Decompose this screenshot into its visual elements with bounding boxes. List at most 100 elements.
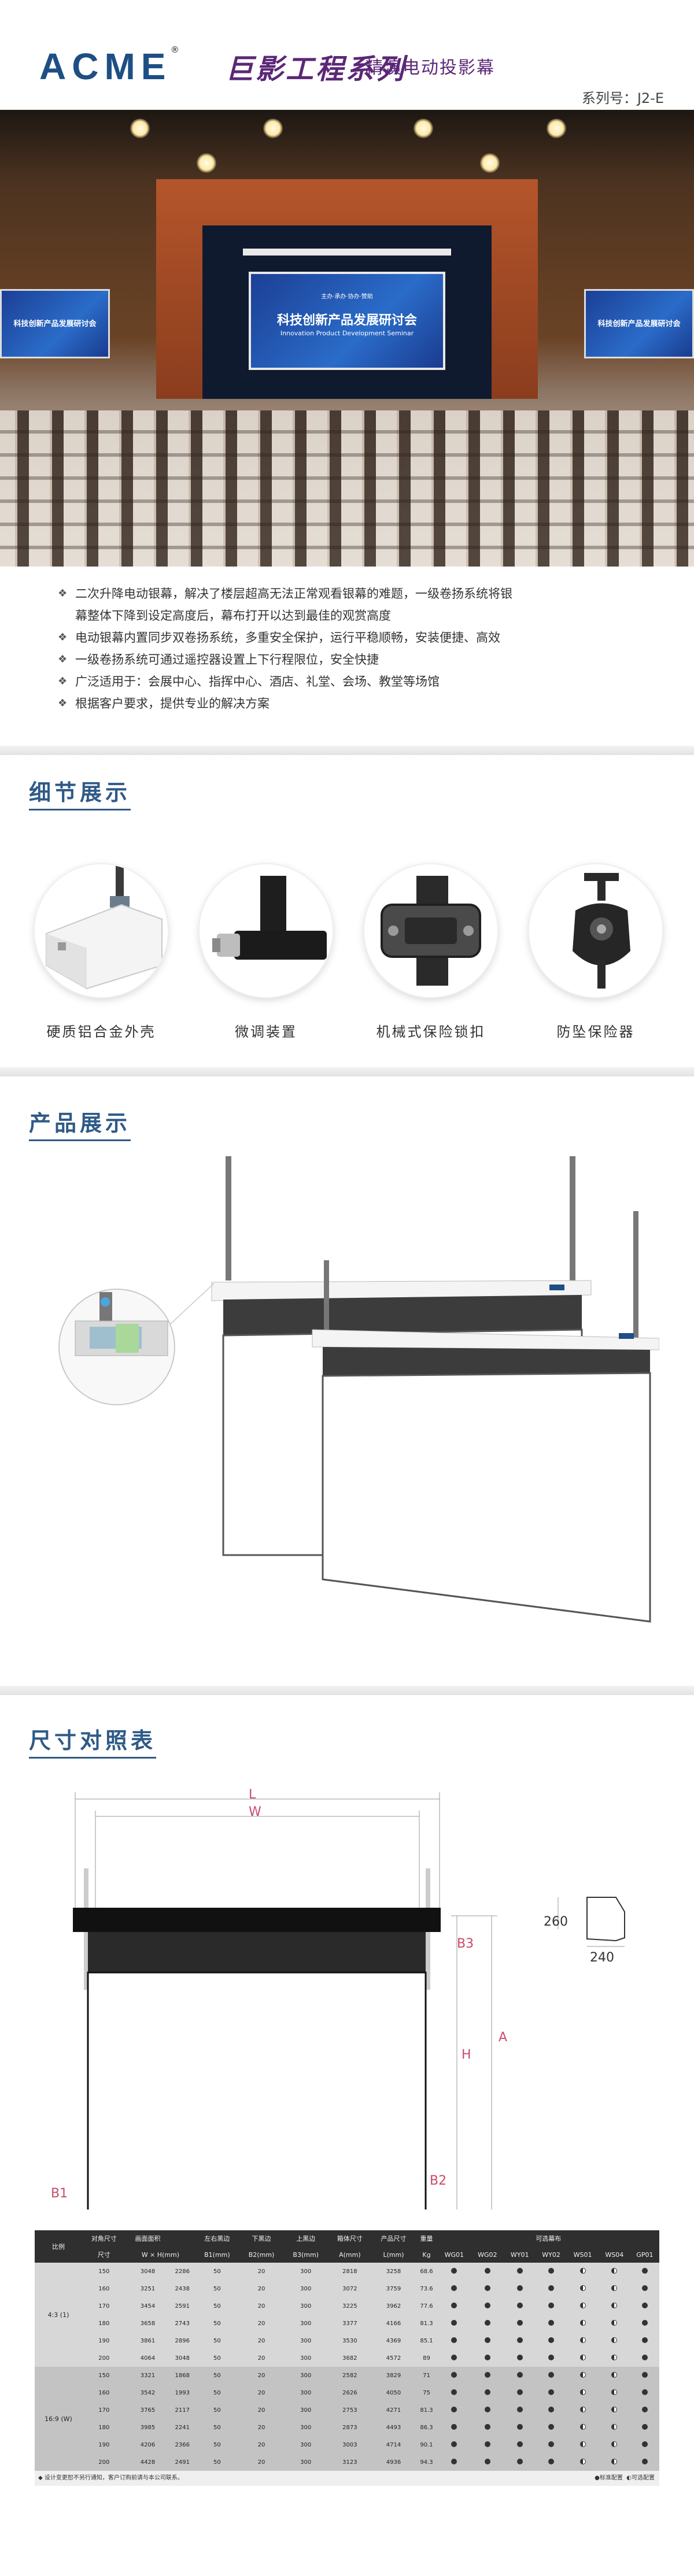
table-cell: 81.3 <box>415 2401 438 2419</box>
standard-dot-icon <box>548 2267 555 2274</box>
fabric-availability-cell <box>471 2419 504 2436</box>
fabric-availability-cell <box>504 2401 536 2419</box>
standard-dot-icon <box>548 2458 555 2464</box>
fabric-availability-cell <box>535 2367 567 2384</box>
fabric-availability-cell <box>504 2349 536 2367</box>
dim-label-a: A <box>499 2030 508 2045</box>
standard-dot-icon <box>451 2406 457 2412</box>
standard-dot-icon <box>451 2354 457 2360</box>
table-cell: 2591 <box>169 2297 195 2315</box>
acme-logo: ACME® <box>39 45 179 87</box>
dim-label-l: L <box>249 1787 256 1802</box>
table-cell: 3542 <box>125 2384 170 2401</box>
standard-dot-icon <box>516 2371 523 2378</box>
fabric-availability-cell <box>471 2401 504 2419</box>
fabric-availability-cell <box>437 2315 471 2332</box>
standard-dot-icon <box>484 2371 490 2378</box>
fabric-availability-cell <box>437 2280 471 2297</box>
table-cell: 20 <box>239 2401 284 2419</box>
fabric-availability-cell <box>598 2367 630 2384</box>
standard-dot-icon <box>548 2319 555 2326</box>
col-area: 画面面积 <box>125 2230 170 2246</box>
table-cell: 50 <box>195 2384 239 2401</box>
ceiling-light-icon <box>547 119 566 138</box>
standard-dot-icon <box>451 2371 457 2378</box>
table-cell: 190 <box>82 2332 126 2349</box>
table-cell: 20 <box>239 2297 284 2315</box>
fabric-availability-cell <box>471 2349 504 2367</box>
fabric-availability-cell <box>567 2384 599 2401</box>
optional-half-dot-icon <box>611 2319 618 2326</box>
standard-dot-icon <box>641 2319 648 2326</box>
table-cell: 2582 <box>328 2367 372 2384</box>
details-section-title: 细节展示 <box>29 775 131 810</box>
fabric-availability-cell <box>504 2367 536 2384</box>
optional-half-dot-icon <box>579 2285 586 2291</box>
spec-table: 比例 对角尺寸 画面面积 左右黑边 下黑边 上黑边 箱体尺寸 产品尺寸 重量 可… <box>35 2230 659 2471</box>
col-weight: 重量 <box>415 2230 438 2246</box>
optional-half-dot-icon <box>579 2441 586 2447</box>
product-illustration <box>46 1150 660 1642</box>
table-cell: 180 <box>82 2315 126 2332</box>
anti-fall-icon <box>529 864 662 997</box>
table-cell: 3251 <box>125 2280 170 2297</box>
col-fabric: 可选幕布 <box>437 2230 659 2246</box>
table-cell: 50 <box>195 2280 239 2297</box>
table-cell: 3454 <box>125 2297 170 2315</box>
ratio-cell: 4:3 (1) <box>35 2263 82 2367</box>
fabric-availability-cell <box>598 2349 630 2367</box>
fabric-availability-cell <box>567 2367 599 2384</box>
diamond-bullet-icon: ❖ <box>58 675 68 687</box>
fabric-availability-cell <box>567 2297 599 2315</box>
standard-dot-icon <box>548 2354 555 2360</box>
safety-lock-icon <box>364 864 497 997</box>
optional-half-dot-icon <box>611 2423 618 2430</box>
standard-dot-icon <box>641 2354 648 2360</box>
fabric-availability-cell <box>567 2453 599 2471</box>
table-cell: 50 <box>195 2332 239 2349</box>
optional-half-dot-icon <box>611 2441 618 2447</box>
fabric-availability-cell <box>504 2384 536 2401</box>
table-cell: 3225 <box>328 2297 372 2315</box>
detail-fine-tuning: 微调装置 <box>200 864 333 1041</box>
table-cell: 3003 <box>328 2436 372 2453</box>
optional-half-dot-icon <box>611 2371 618 2378</box>
standard-dot-icon <box>548 2337 555 2343</box>
table-cell: 4369 <box>371 2332 416 2349</box>
fabric-availability-cell <box>471 2297 504 2315</box>
optional-half-dot-icon <box>611 2354 618 2360</box>
table-cell: 300 <box>283 2401 328 2419</box>
feature-item-continued: 幕整体下降到设定高度后，幕布打开以达到最佳的观赏高度 <box>75 609 391 623</box>
fabric-availability-cell <box>598 2332 630 2349</box>
table-cell: 160 <box>82 2384 126 2401</box>
detail-label: 微调装置 <box>235 1024 297 1040</box>
diamond-bullet-icon: ❖ <box>58 653 68 665</box>
table-cell: 85.1 <box>415 2332 438 2349</box>
model-number: 系列号：J2-E <box>581 90 664 106</box>
standard-dot-icon <box>548 2285 555 2291</box>
fabric-availability-cell <box>471 2263 504 2280</box>
table-cell: 3048 <box>169 2349 195 2367</box>
table-cell: 180 <box>82 2419 126 2436</box>
table-cell: 20 <box>239 2332 284 2349</box>
table-cell: 3530 <box>328 2332 372 2349</box>
standard-dot-icon <box>451 2458 457 2464</box>
standard-dot-icon <box>641 2371 648 2378</box>
optional-half-dot-icon <box>579 2302 586 2308</box>
standard-dot-icon <box>516 2267 523 2274</box>
table-cell: 300 <box>283 2332 328 2349</box>
fabric-availability-cell <box>535 2263 567 2280</box>
detail-label: 机械式保险锁扣 <box>376 1024 486 1040</box>
audience-rows <box>0 410 694 567</box>
detail-safety-lock: 机械式保险锁扣 <box>364 864 497 1041</box>
fabric-availability-cell <box>437 2263 471 2280</box>
fabric-availability-cell <box>598 2453 630 2471</box>
table-cell: 4936 <box>371 2453 416 2471</box>
fabric-availability-cell <box>535 2401 567 2419</box>
optional-half-dot-icon <box>611 2389 618 2395</box>
standard-dot-icon <box>516 2319 523 2326</box>
fabric-availability-cell <box>535 2436 567 2453</box>
standard-dot-icon <box>641 2406 648 2412</box>
fabric-availability-cell <box>437 2384 471 2401</box>
